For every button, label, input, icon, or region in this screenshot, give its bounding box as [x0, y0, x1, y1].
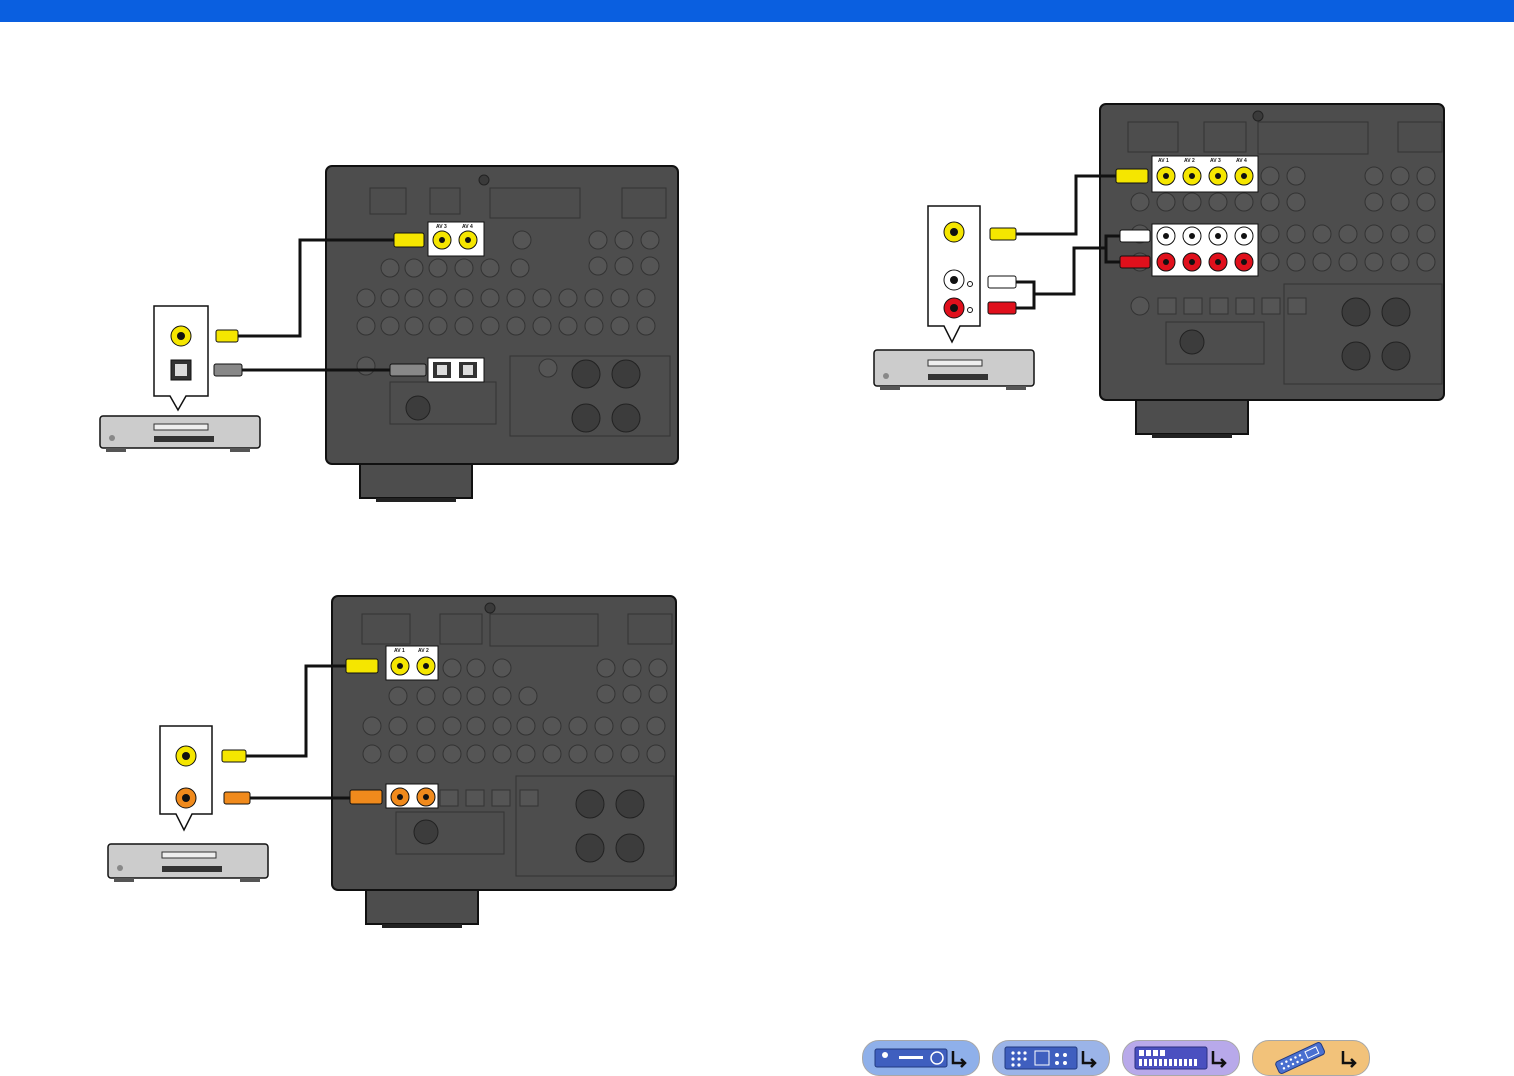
enter-arrow-icon: [1343, 1051, 1355, 1067]
player-output-callout: [154, 306, 208, 410]
video-plug-receiver: [1116, 169, 1148, 183]
audio-left-plug-player: [988, 276, 1016, 288]
remote-link[interactable]: [1252, 1040, 1370, 1076]
diagram-video-coaxial: AV 1 AV 2: [96, 590, 680, 935]
front-panel-link[interactable]: [862, 1040, 980, 1076]
audio-right-plug-receiver: [1120, 256, 1150, 268]
player-output-callout: [928, 206, 980, 342]
optical-plug-receiver: [390, 364, 426, 376]
av3-label: AV 3: [1210, 158, 1221, 164]
rear-panel-link[interactable]: [992, 1040, 1110, 1076]
av3-label: AV 3: [436, 224, 447, 230]
header-bar: [0, 0, 1514, 22]
audio-left-plug-receiver: [1120, 230, 1150, 242]
video-plug-player: [216, 330, 238, 342]
receiver-rear-panel: AV 1 AV 2: [332, 596, 676, 928]
video-plug-receiver: [346, 659, 378, 673]
enter-arrow-icon: [953, 1051, 965, 1067]
source-player: [108, 844, 268, 882]
optical-plug-player: [214, 364, 242, 376]
av1-label: AV 1: [394, 648, 405, 654]
av1-label: AV 1: [1158, 158, 1169, 164]
page-navigation: [862, 1040, 1374, 1076]
av2-label: AV 2: [1184, 158, 1195, 164]
av4-label: AV 4: [1236, 158, 1247, 164]
audio-right-plug-player: [988, 302, 1016, 314]
source-player: [100, 416, 260, 452]
receiver-rear-panel-icon: [1005, 1047, 1077, 1069]
receiver-rear-panel: AV 3 AV 4: [326, 166, 678, 502]
receiver-front-panel-icon: [875, 1049, 947, 1067]
video-plug-player: [222, 750, 246, 762]
remote-control-icon: [1275, 1042, 1326, 1075]
player-output-callout: [160, 726, 212, 830]
av2-label: AV 2: [418, 648, 429, 654]
source-player: [874, 350, 1034, 390]
av4-label: AV 4: [462, 224, 473, 230]
coaxial-plug-receiver: [350, 790, 382, 804]
display-link[interactable]: [1122, 1040, 1240, 1076]
video-plug-player: [990, 228, 1016, 240]
diagram-video-optical: AV 3 AV 4: [90, 160, 680, 505]
enter-arrow-icon: [1213, 1051, 1225, 1067]
video-plug-receiver: [394, 233, 424, 247]
receiver-rear-panel: AV 1 AV 2 AV 3 AV 4: [1100, 104, 1444, 438]
diagram-video-analog-audio: AV 1 AV 2 AV 3 AV 4: [866, 100, 1446, 445]
coaxial-plug-player: [224, 792, 250, 804]
enter-arrow-icon: [1083, 1051, 1095, 1067]
front-display-icon: [1135, 1047, 1207, 1069]
